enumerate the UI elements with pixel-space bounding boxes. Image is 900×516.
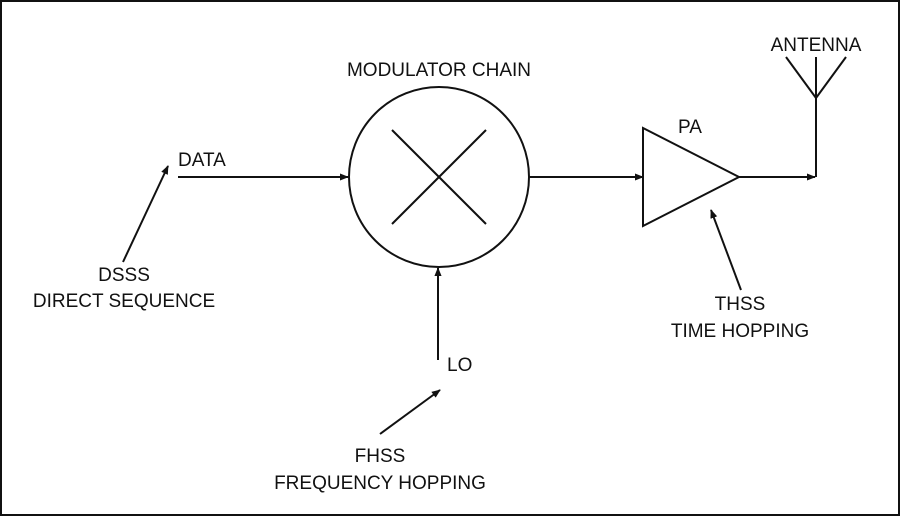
thss-label: THSS [715, 294, 766, 315]
dsss-label: DSSS [98, 265, 150, 286]
fhss-arrow [379, 389, 441, 435]
frequency-hopping-label: FREQUENCY HOPPING [274, 473, 486, 494]
pa-label: PA [678, 117, 702, 138]
lo-label: LO [447, 355, 472, 376]
antenna-symbol [785, 56, 847, 177]
fhss-label: FHSS [355, 446, 406, 467]
dsss-arrow [122, 165, 169, 263]
pa-amplifier [642, 126, 742, 228]
time-hopping-label: TIME HOPPING [671, 321, 809, 342]
antenna-label: ANTENNA [771, 35, 862, 56]
modulator-chain-label: MODULATOR CHAIN [347, 60, 531, 81]
thss-arrow [710, 209, 742, 291]
direct-sequence-label: DIRECT SEQUENCE [33, 291, 215, 312]
data-label: DATA [178, 150, 226, 171]
modulator-mixer [348, 86, 530, 268]
